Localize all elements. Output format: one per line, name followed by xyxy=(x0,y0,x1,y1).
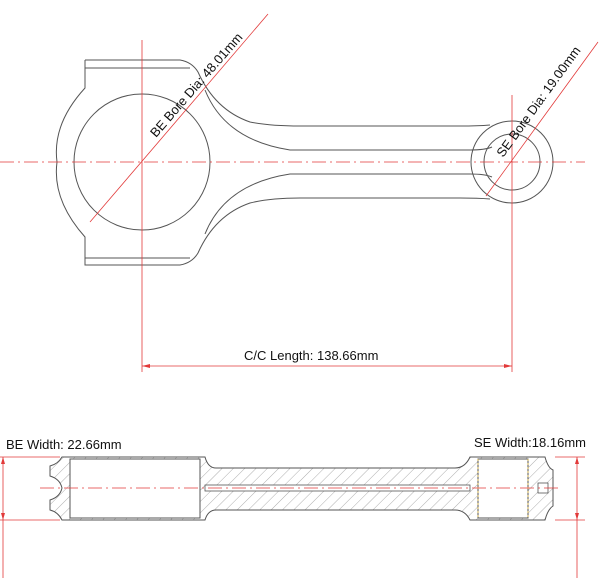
se-bore-dia-label: SE Bore Dia: 19.00mm xyxy=(493,43,583,159)
top-view-outline xyxy=(49,456,554,521)
side-view-outline xyxy=(55,59,554,266)
se-width-label: SE Width:18.16mm xyxy=(474,435,586,450)
top-view-dimensions xyxy=(0,456,585,578)
be-width-label: BE Width: 22.66mm xyxy=(6,437,122,452)
cc-length-label: C/C Length: 138.66mm xyxy=(244,348,378,363)
side-view-dimensions xyxy=(0,13,599,372)
be-bore-dia-label: BE Bore Dia: 48.01mm xyxy=(147,30,246,140)
